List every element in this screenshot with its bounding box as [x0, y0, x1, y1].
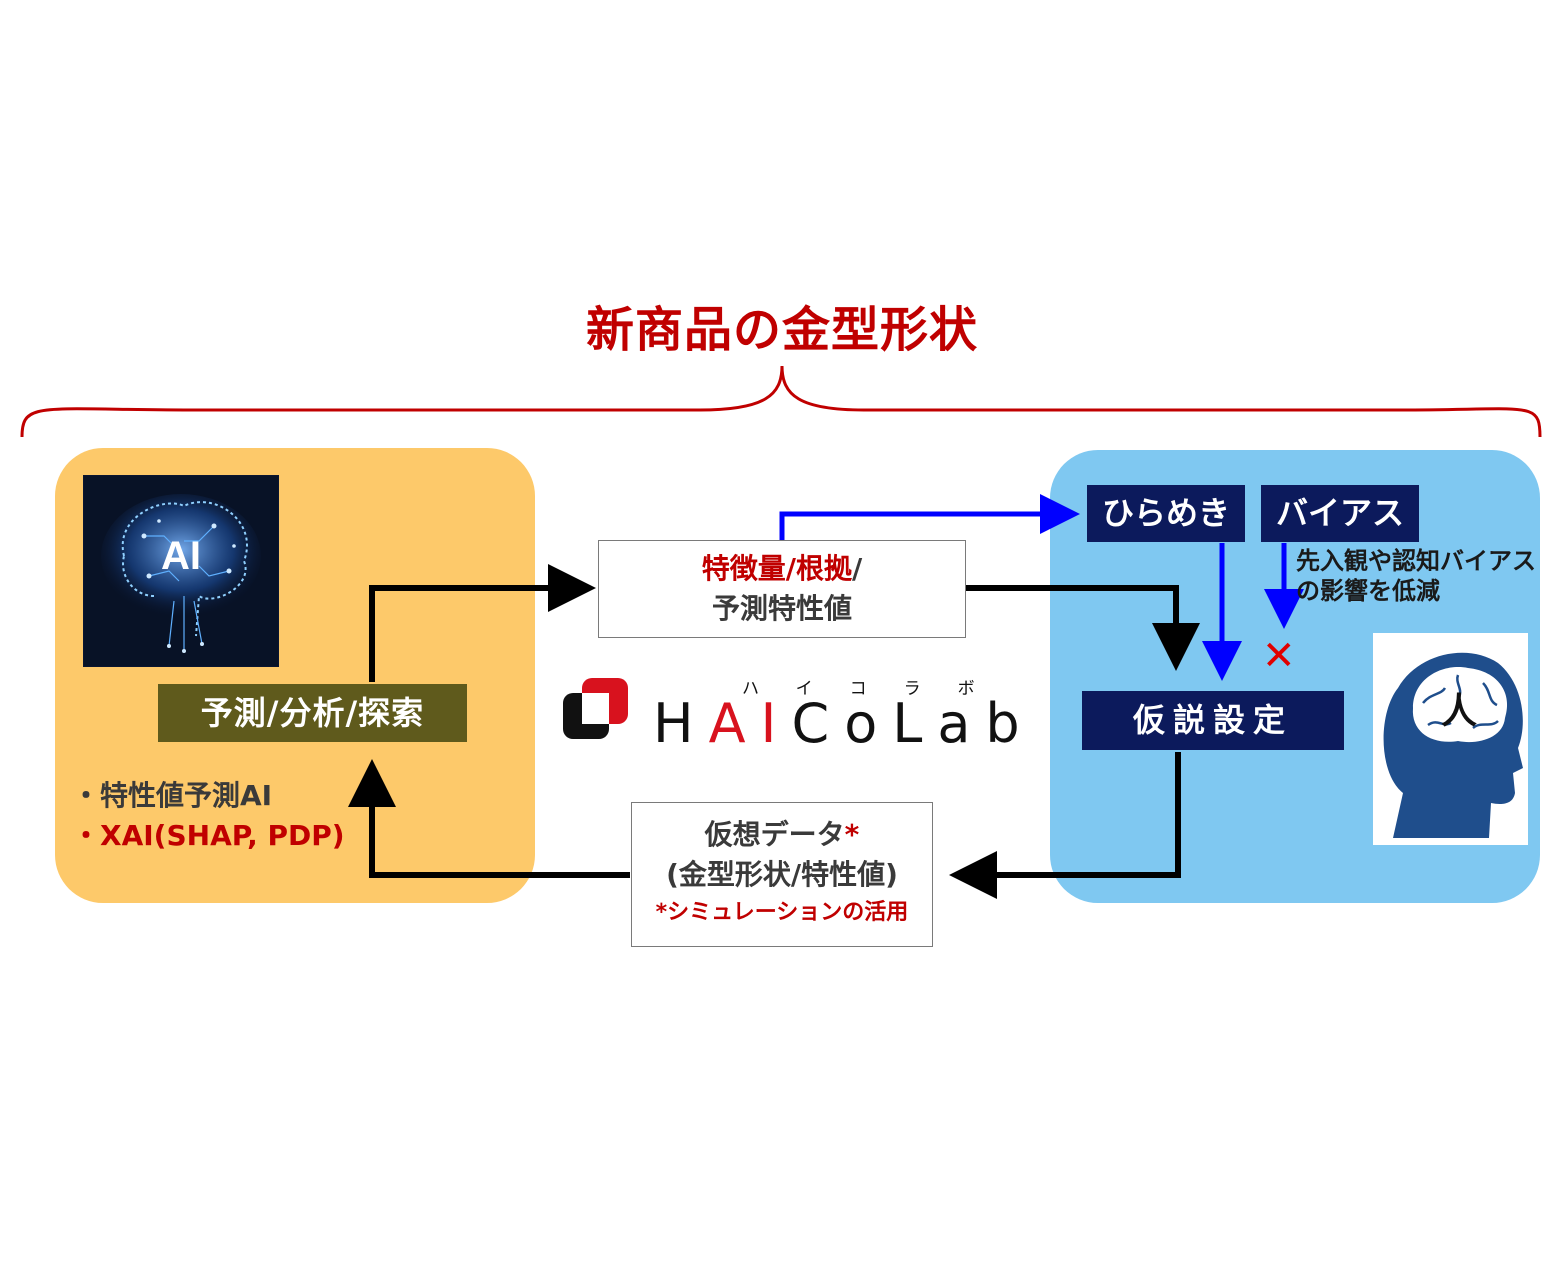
bullet-xai: ・XAI(SHAP, PDP) — [72, 819, 345, 852]
bias-note-line2: の影響を低減 — [1296, 577, 1440, 605]
bias-note-line1: 先入観や認知バイアス — [1296, 547, 1536, 575]
virtual-data-label: 仮想データ — [704, 818, 845, 851]
predicted-property-label: 予測特性値 — [711, 592, 852, 625]
hypothesis-setting-box: 仮説設定 — [1082, 691, 1344, 750]
bias-reduction-note: 先入観や認知バイアス の影響を低減 — [1296, 546, 1536, 606]
logo-kana: ハイコラボ — [742, 679, 1012, 699]
logo-word-ai: AI — [708, 692, 792, 755]
head-label: 人 — [1441, 691, 1477, 732]
virtual-data-detail: (金型形状/特性値) — [666, 858, 898, 891]
title-brace — [20, 365, 1542, 438]
human-head-icon: 人 — [1383, 652, 1523, 838]
arrow-features-to-hirameki — [779, 494, 1080, 540]
brain-circuit-icon: AI — [84, 476, 278, 666]
arrow-hypothesis-to-virtual — [949, 752, 1181, 899]
inspiration-box: ひらめき — [1087, 485, 1245, 542]
virtual-data-asterisk: * — [844, 818, 860, 851]
arrow-ai-to-features — [369, 564, 596, 682]
ai-brain-image: AI — [83, 475, 279, 667]
blocked-cross-icon: ✕ — [1262, 633, 1296, 679]
virtual-data-box: 仮想データ* (金型形状/特性値) *シミュレーションの活用 — [631, 802, 933, 947]
simulation-note: *シミュレーションの活用 — [655, 900, 909, 925]
bullet-property-prediction-ai: ・特性値予測AI — [72, 779, 273, 812]
arrow-virtual-to-predict — [348, 759, 630, 878]
arrow-features-to-hypothesis — [966, 585, 1200, 671]
feature-label: 特徴量/根拠 — [701, 552, 852, 585]
bias-box: バイアス — [1261, 485, 1419, 542]
logo-wordmark: HAICoLab — [653, 692, 1035, 755]
predict-analyze-explore-label: 予測/分析/探索 — [158, 684, 467, 742]
ai-image-label: AI — [161, 534, 201, 578]
feature-separator: / — [852, 552, 863, 585]
human-head-image: 人 — [1373, 633, 1528, 845]
logo-word-suffix: CoLab — [791, 692, 1035, 755]
logo-word-prefix: H — [653, 692, 709, 755]
haicolab-logo-mark — [563, 678, 628, 739]
feature-evidence-box: 特徴量/根拠/ 予測特性値 — [598, 540, 966, 638]
diagram-title: 新商品の金型形状 — [585, 302, 978, 358]
